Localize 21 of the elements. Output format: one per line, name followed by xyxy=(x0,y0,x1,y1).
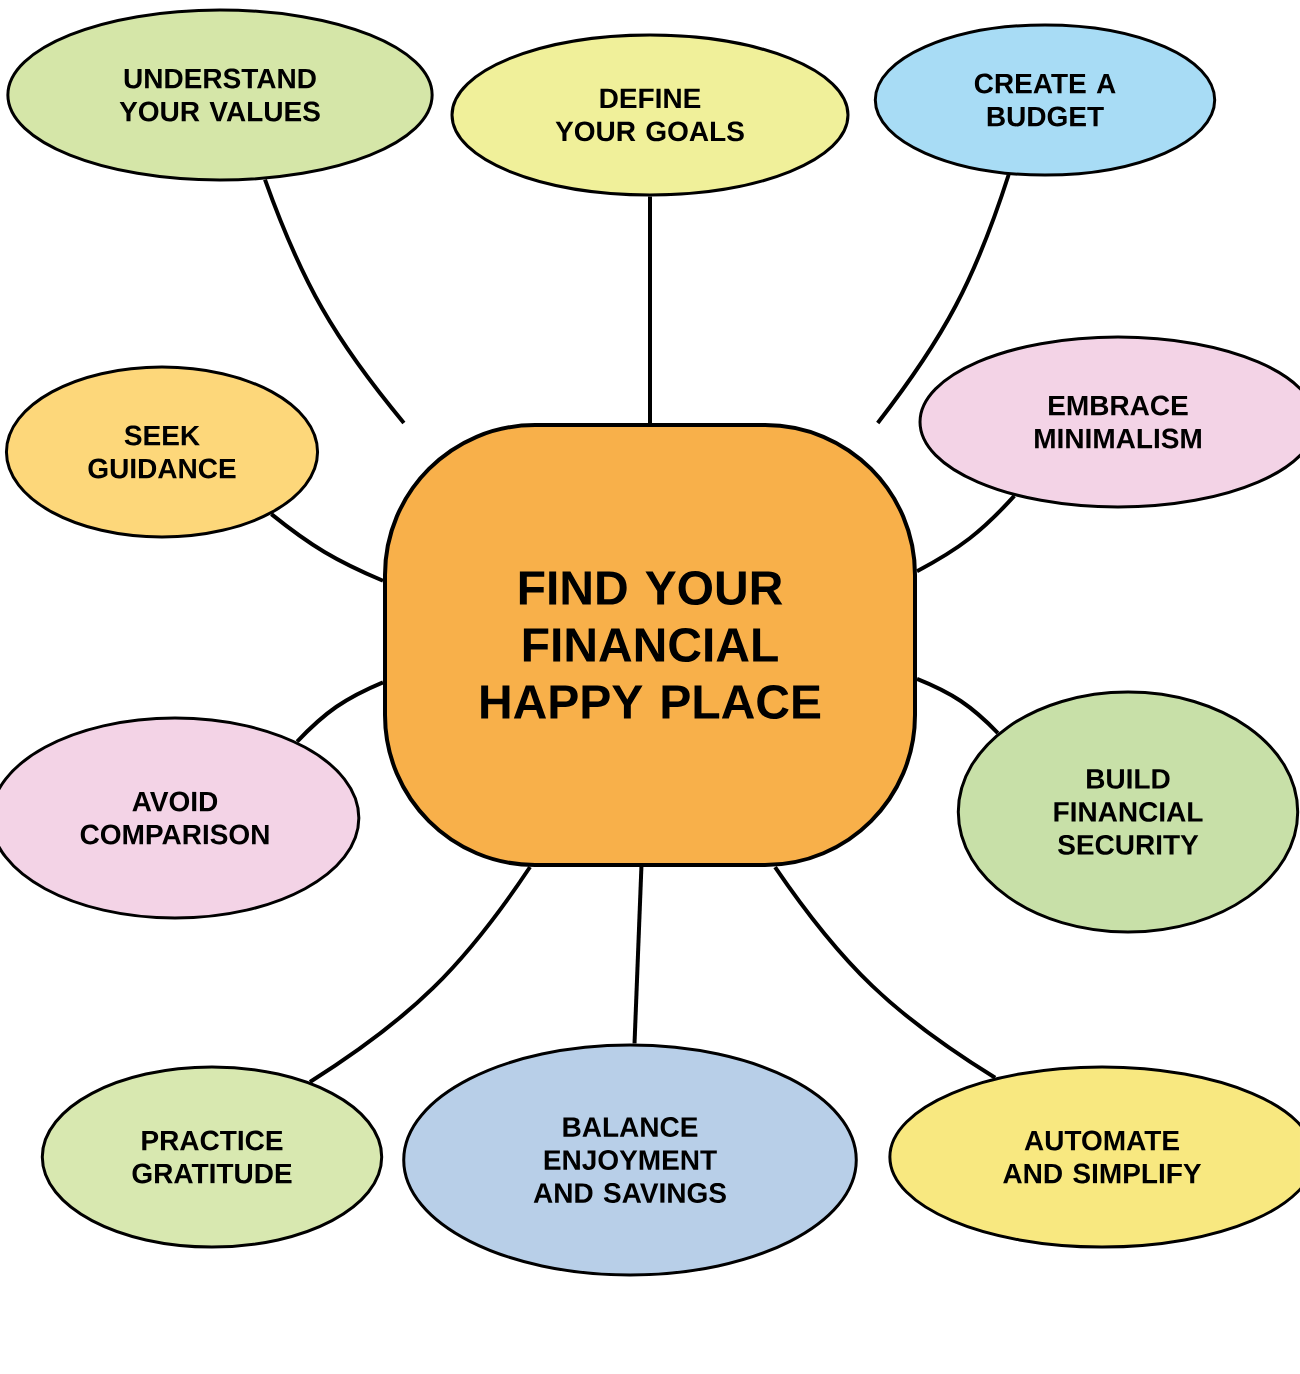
topic-bubble: EMBRACE MINIMALISM xyxy=(918,335,1300,509)
central-box: FIND YOUR FINANCIAL HAPPY PLACE xyxy=(383,423,917,867)
connector-line xyxy=(773,865,997,1080)
topic-bubble: BUILD FINANCIAL SECURITY xyxy=(956,690,1300,934)
connector-line xyxy=(295,680,384,744)
topic-bubble: SEEK GUIDANCE xyxy=(4,365,320,539)
topic-bubble: UNDERSTAND YOUR VALUES xyxy=(6,8,434,182)
connector-line xyxy=(916,494,1016,573)
connector-line xyxy=(270,512,384,583)
topic-bubble: DEFINE YOUR GOALS xyxy=(450,33,850,197)
topic-bubble: CREATE A BUDGET xyxy=(873,23,1217,177)
topic-bubble: AUTOMATE AND SIMPLIFY xyxy=(888,1065,1300,1249)
topic-bubble: AVOID COMPARISON xyxy=(0,716,361,920)
topic-bubble: PRACTICE GRATITUDE xyxy=(40,1065,384,1249)
topic-bubble: BALANCE ENJOYMENT AND SAVINGS xyxy=(402,1043,858,1277)
connector-line xyxy=(263,178,406,425)
connector-line xyxy=(876,174,1011,425)
connector-line xyxy=(632,866,644,1044)
connector-line xyxy=(648,196,652,423)
connector-line xyxy=(308,865,532,1084)
connector-line xyxy=(916,677,1000,735)
